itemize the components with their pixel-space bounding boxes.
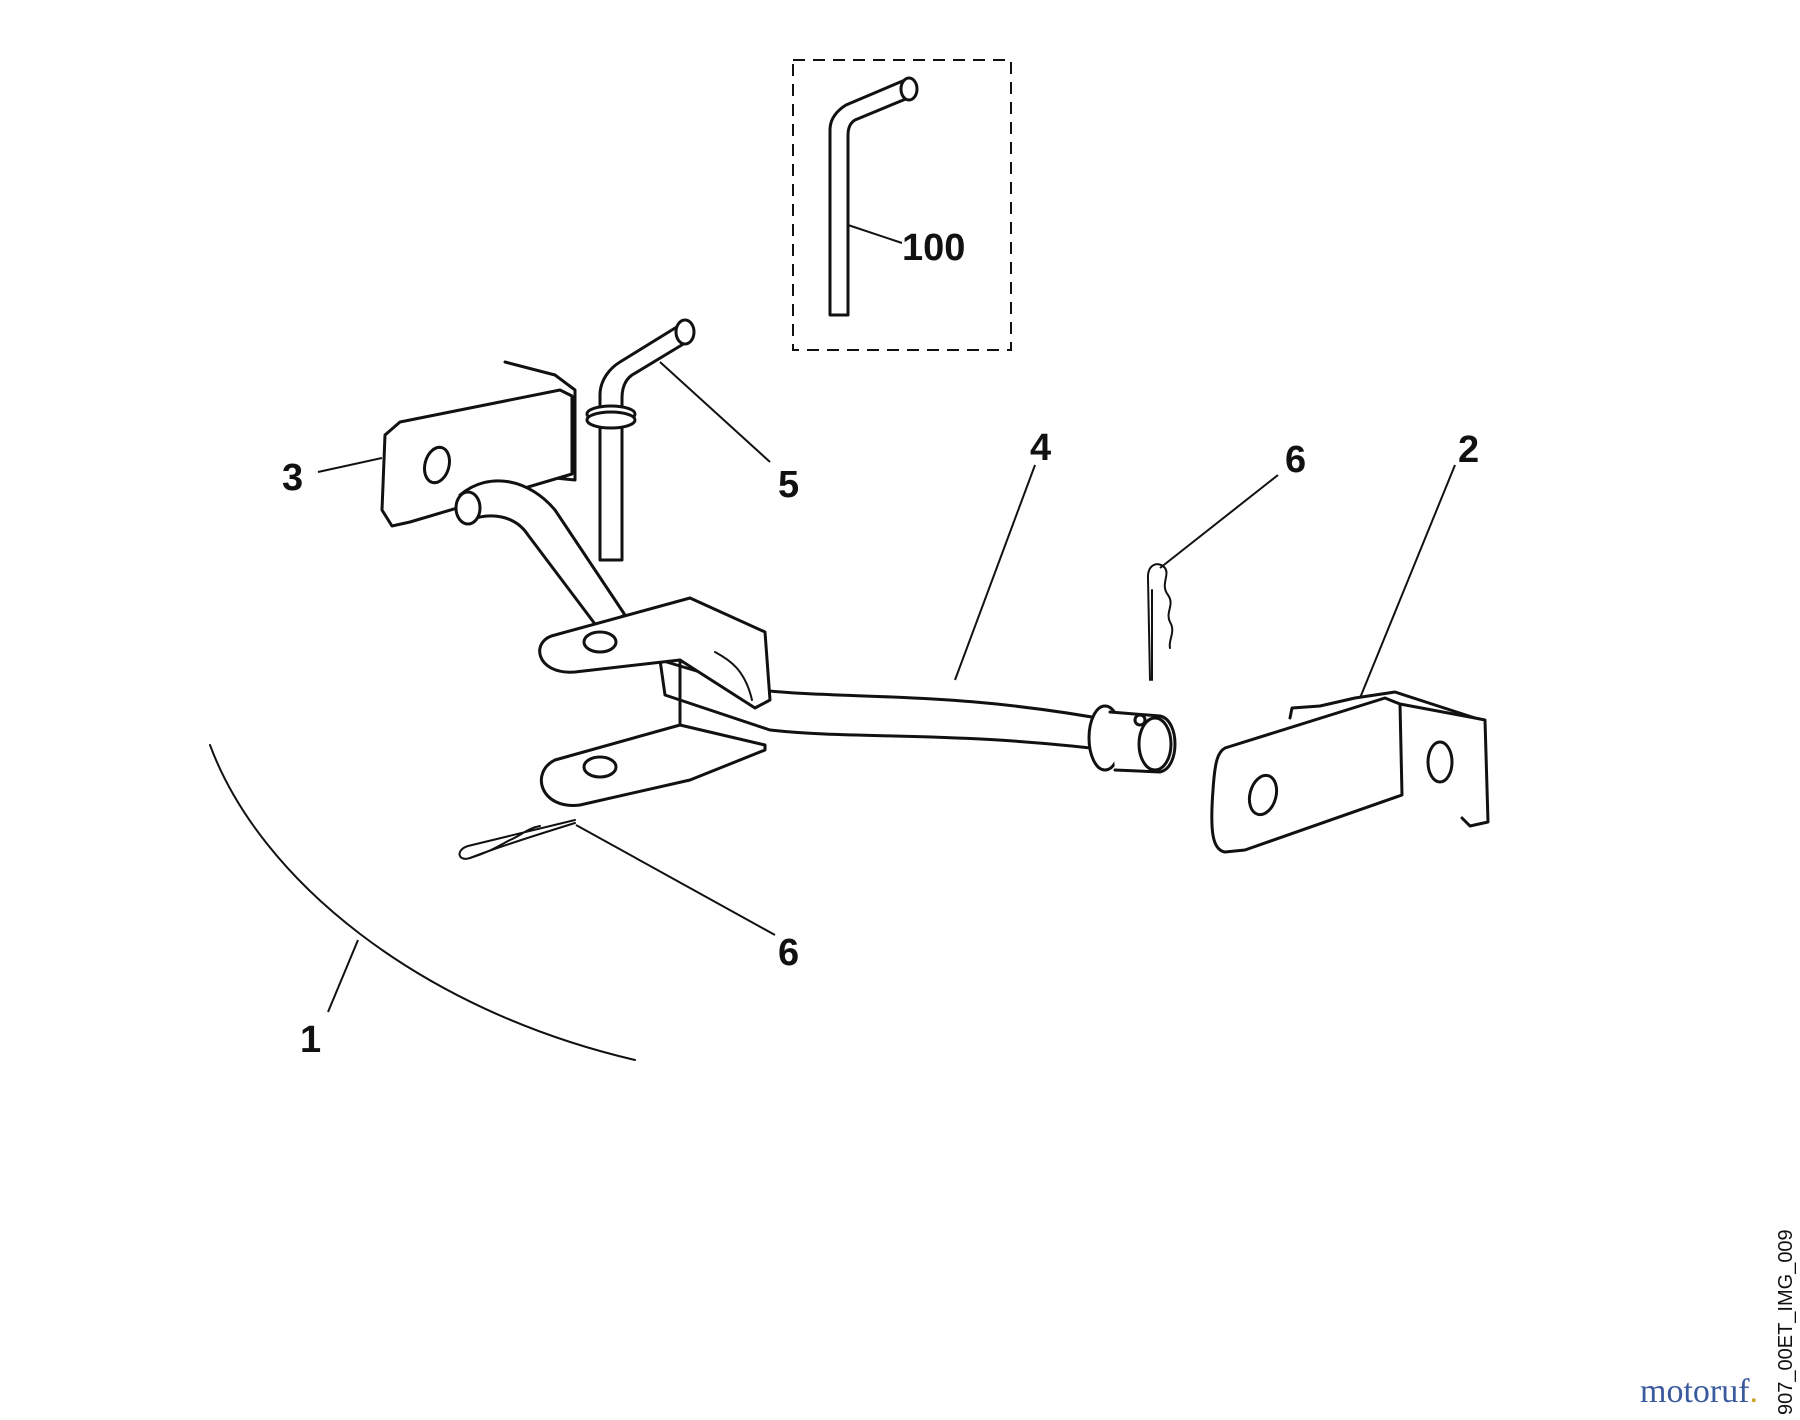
hairpin-clip-bottom [458, 819, 576, 860]
left-bracket [380, 360, 577, 528]
deck-edge-arc [209, 744, 636, 1061]
leader-100 [847, 224, 903, 244]
hairpin-clip-top [1146, 563, 1174, 681]
callout-6-top: 6 [1285, 439, 1306, 481]
lift-arm [454, 479, 1177, 807]
callout-1: 1 [300, 1019, 321, 1061]
leader-5 [659, 361, 771, 463]
watermark-tail: . [1750, 1373, 1759, 1410]
image-code: 907_00ET_IMG_009 [1775, 1229, 1797, 1415]
callout-3: 3 [282, 457, 303, 499]
callout-2: 2 [1458, 429, 1479, 471]
leader-3 [317, 457, 383, 473]
leader-2 [1359, 464, 1456, 699]
callout-100: 100 [902, 227, 965, 269]
l-pin [585, 318, 696, 562]
leader-6-bottom [575, 824, 776, 936]
callout-4: 4 [1030, 427, 1051, 469]
inset-box [792, 59, 1012, 351]
leader-4 [954, 464, 1036, 681]
right-bracket [1210, 690, 1490, 854]
watermark: motoruf. [1640, 1373, 1758, 1410]
watermark-main: motoruf [1640, 1373, 1750, 1410]
callout-5: 5 [778, 464, 799, 506]
leader-1 [327, 939, 359, 1013]
leader-6-top [1159, 474, 1279, 569]
callout-6-bottom: 6 [778, 932, 799, 974]
